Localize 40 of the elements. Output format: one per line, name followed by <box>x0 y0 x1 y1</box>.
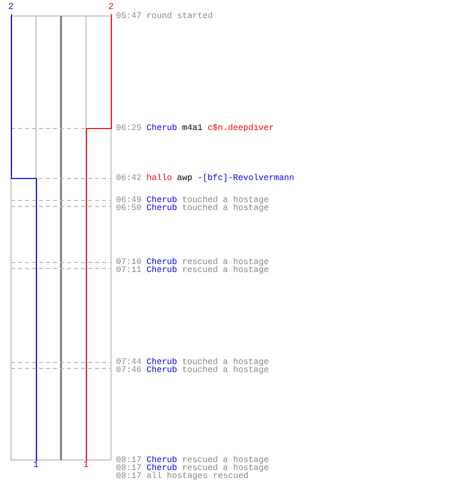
log-text: awp <box>177 174 192 182</box>
team-count: 1 <box>33 461 39 470</box>
log-text: Cherub <box>146 266 178 274</box>
log-text: touched a hostage <box>182 366 269 374</box>
log-text: touched a hostage <box>182 204 269 212</box>
log-text: Cherub <box>146 124 178 132</box>
log-text: Cherub <box>146 366 178 374</box>
log-text: m4a1 <box>182 124 203 132</box>
log-text: rescued a hostage <box>182 464 269 472</box>
log-text: rescued a hostage <box>182 266 269 274</box>
team-count: 2 <box>8 3 14 12</box>
timestamp: 06:25 <box>116 124 142 132</box>
log-text: round started <box>146 12 213 20</box>
log-text: Cherub <box>146 456 178 464</box>
log-text: Cherub <box>146 196 178 204</box>
log-text: rescued a hostage <box>182 456 269 464</box>
timestamp: 07:11 <box>116 266 142 274</box>
log-text: all hostages rescued <box>146 472 249 480</box>
timestamp: 08:17 <box>116 472 142 480</box>
timestamp: 08:17 <box>116 456 142 464</box>
log-text: Cherub <box>146 464 178 472</box>
log-text: touched a hostage <box>182 358 269 366</box>
timestamp: 07:46 <box>116 366 142 374</box>
log-text: hallo <box>146 174 172 182</box>
timestamp: 06:49 <box>116 196 142 204</box>
log-text: rescued a hostage <box>182 258 269 266</box>
timestamp: 07:10 <box>116 258 142 266</box>
log-text: -[bfc]-Revolvermann <box>197 174 294 182</box>
log-text: Cherub <box>146 358 178 366</box>
timestamp: 06:42 <box>116 174 142 182</box>
log-text: c$n.deepdiver <box>208 124 274 132</box>
team-count: 1 <box>83 461 89 470</box>
log-text: touched a hostage <box>182 196 269 204</box>
timestamp: 05:47 <box>116 12 142 20</box>
timestamp: 06:50 <box>116 204 142 212</box>
team-count: 2 <box>108 3 114 12</box>
timestamp: 08:17 <box>116 464 142 472</box>
timestamp: 07:44 <box>116 358 142 366</box>
log-text: Cherub <box>146 258 178 266</box>
log-text: Cherub <box>146 204 178 212</box>
